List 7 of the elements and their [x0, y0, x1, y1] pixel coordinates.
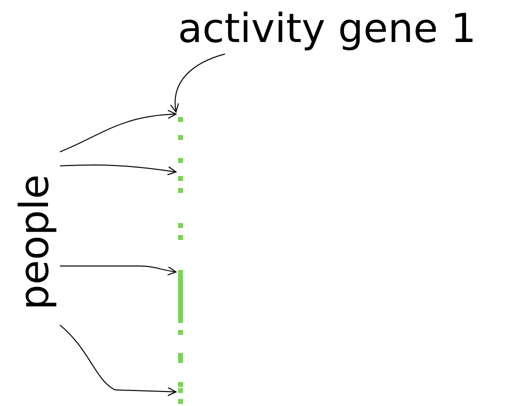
- arrow: [170, 54, 226, 112]
- arrow: [60, 110, 176, 152]
- text-label: people: [10, 150, 60, 335]
- text-label: activity gene 1: [148, 4, 506, 54]
- arrow: [60, 164, 176, 176]
- arrow: [60, 324, 176, 396]
- arrow: [60, 266, 176, 276]
